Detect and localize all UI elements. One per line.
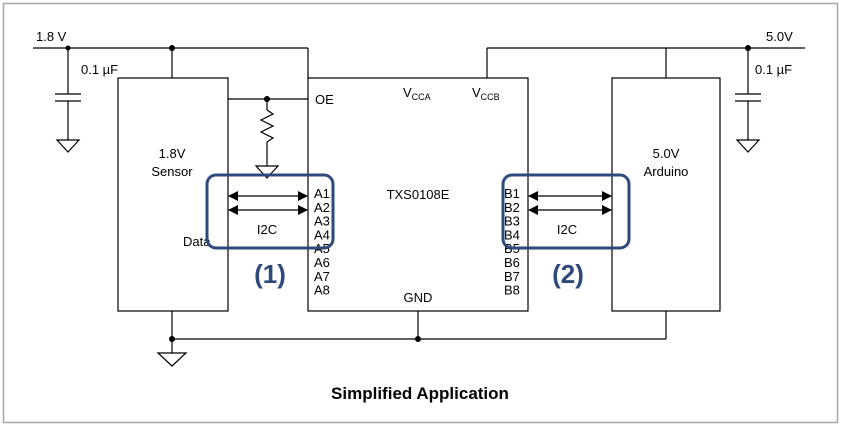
vcca-sub: CCA <box>412 92 431 102</box>
ground-symbols <box>55 139 761 367</box>
vcca-label: VCCA <box>403 85 431 102</box>
junction-dot <box>169 45 175 51</box>
junction-dot <box>415 336 421 342</box>
pin-a-2: A2 <box>314 200 330 215</box>
callout-box-left <box>205 173 335 250</box>
oe-label: OE <box>315 92 334 107</box>
i2c-left-label: I2C <box>257 222 277 237</box>
junction-dot <box>745 45 751 51</box>
i2c-right-label: I2C <box>557 222 577 237</box>
pin-b-2: B2 <box>504 200 520 215</box>
wires <box>33 47 805 353</box>
signal-arrows <box>228 191 612 215</box>
pin-b-3: B3 <box>504 214 520 229</box>
pin-b-7: B7 <box>504 269 520 284</box>
figure-caption: Simplified Application <box>331 384 509 403</box>
data-label: Data <box>183 234 211 249</box>
pin-a-4: A4 <box>314 227 330 242</box>
pin-a-6: A6 <box>314 255 330 270</box>
rail-left-label: 1.8 V <box>36 29 67 44</box>
ground-symbol-cap-left <box>55 139 81 153</box>
gnd-label: GND <box>404 290 433 305</box>
junction-dot <box>264 96 270 102</box>
pin-a-1: A1 <box>314 186 330 201</box>
pin-b-4: B4 <box>504 227 520 242</box>
arduino-label-voltage: 5.0V <box>653 146 680 161</box>
ground-symbol-bottom <box>156 352 188 367</box>
sensor-label-voltage: 1.8V <box>159 146 186 161</box>
ground-symbol-resistor <box>254 165 280 179</box>
junction-dots <box>65 45 751 342</box>
cap-left-label: 0.1 µF <box>81 62 118 77</box>
pin-a-8: A8 <box>314 283 330 298</box>
vccb-main: V <box>472 85 481 100</box>
cap-right-label: 0.1 µF <box>755 62 792 77</box>
pin-b-6: B6 <box>504 255 520 270</box>
callout-number-right: (2) <box>552 259 584 289</box>
pin-a-7: A7 <box>314 269 330 284</box>
junction-dot <box>65 45 71 51</box>
vccb-sub: CCB <box>481 92 500 102</box>
chip-name: TXS0108E <box>387 187 450 202</box>
pin-a-3: A3 <box>314 214 330 229</box>
junction-dot <box>169 336 175 342</box>
arduino-label-name: Arduino <box>644 164 689 179</box>
ground-symbol-cap-right <box>735 139 761 153</box>
vccb-label: VCCB <box>472 85 500 102</box>
sensor-label-name: Sensor <box>151 164 193 179</box>
chip-box <box>307 77 529 312</box>
callout-number-left: (1) <box>254 259 286 289</box>
callout-box-right <box>501 173 631 250</box>
pin-b-1: B1 <box>504 186 520 201</box>
pin-b-8: B8 <box>504 283 520 298</box>
sensor-box <box>117 77 229 312</box>
vcca-main: V <box>403 85 412 100</box>
pulldown-resistor <box>259 109 275 143</box>
rail-right-label: 5.0V <box>766 29 793 44</box>
